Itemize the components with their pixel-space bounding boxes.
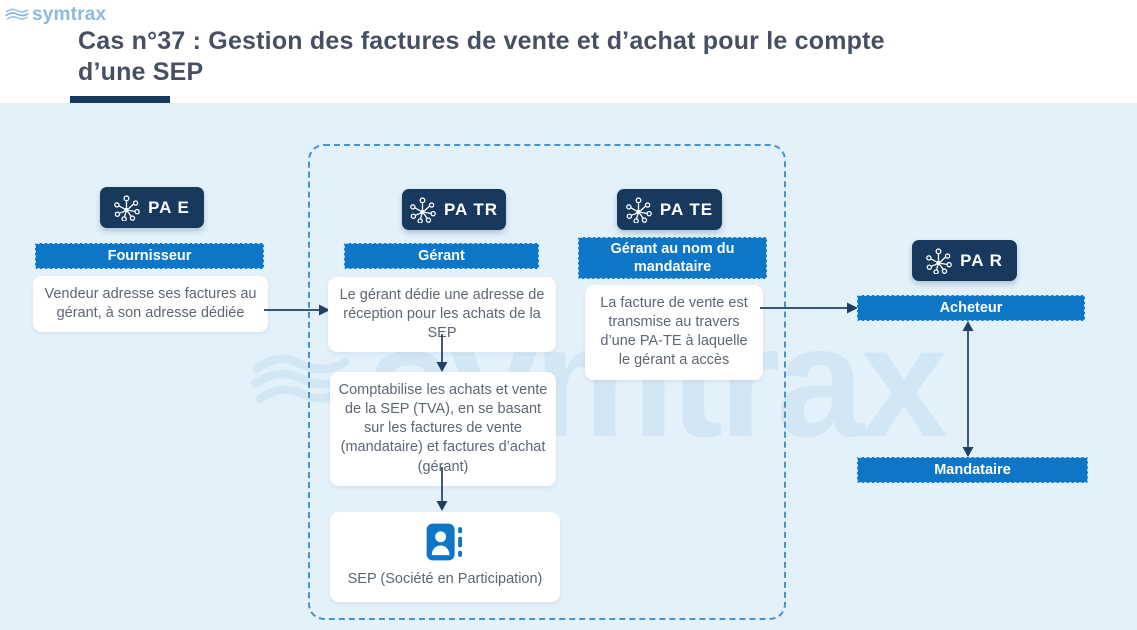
badge-pa-tr: PA TR	[402, 189, 506, 230]
note-pate-description: La facture de vente est transmise au tra…	[585, 285, 763, 380]
badge-pa-r-label: PA R	[960, 250, 1003, 270]
role-bar-gerant: Gérant	[344, 243, 539, 269]
note-patr-description2: Comptabilise les achats et vente de la S…	[330, 372, 556, 486]
sep-entity-box: SEP (Société en Participation)	[330, 512, 560, 602]
network-icon	[114, 194, 140, 221]
role-fournisseur-label: Fournisseur	[107, 247, 192, 264]
role-mandataire-label: Mandataire	[934, 461, 1011, 478]
arrow-fournisseur-to-gerant	[264, 304, 330, 316]
role-gerant-mandataire-label: Gérant au nom du mandataire	[610, 240, 735, 275]
badge-pa-e-label: PA E	[148, 197, 190, 217]
role-gerant-label: Gérant	[418, 247, 465, 264]
arrow-gerant-to-comptabilise	[436, 334, 448, 372]
arrow-comptabilise-to-sep	[436, 467, 448, 511]
network-icon	[410, 196, 436, 223]
role-bar-gerant-mandataire: Gérant au nom du mandataire	[578, 237, 767, 279]
badge-pa-te: PA TE	[617, 189, 722, 230]
role-acheteur-label: Acheteur	[939, 299, 1003, 316]
role-bar-acheteur: Acheteur	[857, 295, 1085, 321]
header: symtrax Cas n°37 : Gestion des factures …	[0, 0, 1137, 103]
note-pate-text: La facture de vente est transmise au tra…	[600, 295, 748, 369]
title-underline	[70, 96, 170, 103]
arrow-pate-to-acheteur	[760, 302, 858, 314]
wave-icon	[5, 8, 29, 20]
badge-pa-te-label: PA TE	[659, 199, 714, 219]
badge-pa-e: PA E	[100, 187, 204, 228]
network-icon	[926, 247, 952, 274]
badge-pa-tr-label: PA TR	[443, 199, 499, 219]
page-title-line2: d’une SEP	[78, 57, 204, 86]
note-patr-text1: Le gérant dédie une adresse de réception…	[339, 287, 545, 342]
network-icon	[626, 196, 652, 223]
note-pae-text: Vendeur adresse ses factures au gérant, …	[44, 286, 257, 322]
note-patr-text2: Comptabilise les achats et vente de la S…	[338, 382, 548, 475]
role-bar-fournisseur: Fournisseur	[35, 243, 264, 269]
page-title: Cas n°37 : Gestion des factures de vente…	[78, 26, 1088, 87]
sep-scope-container	[308, 144, 786, 620]
role-bar-mandataire: Mandataire	[857, 457, 1088, 483]
symtrax-logo: symtrax	[5, 4, 106, 26]
logo-text: symtrax	[32, 4, 107, 25]
diagram-panel: symtrax PA E Fournisseur	[0, 103, 1137, 630]
badge-pa-r: PA R	[912, 240, 1017, 281]
contact-book-icon	[426, 523, 463, 561]
sep-entity-label: SEP (Société en Participation)	[347, 571, 543, 587]
arrow-acheteur-mandataire-bidirectional	[962, 321, 974, 457]
page-title-line1: Cas n°37 : Gestion des factures de vente…	[78, 27, 885, 55]
note-pae-description: Vendeur adresse ses factures au gérant, …	[33, 276, 268, 333]
